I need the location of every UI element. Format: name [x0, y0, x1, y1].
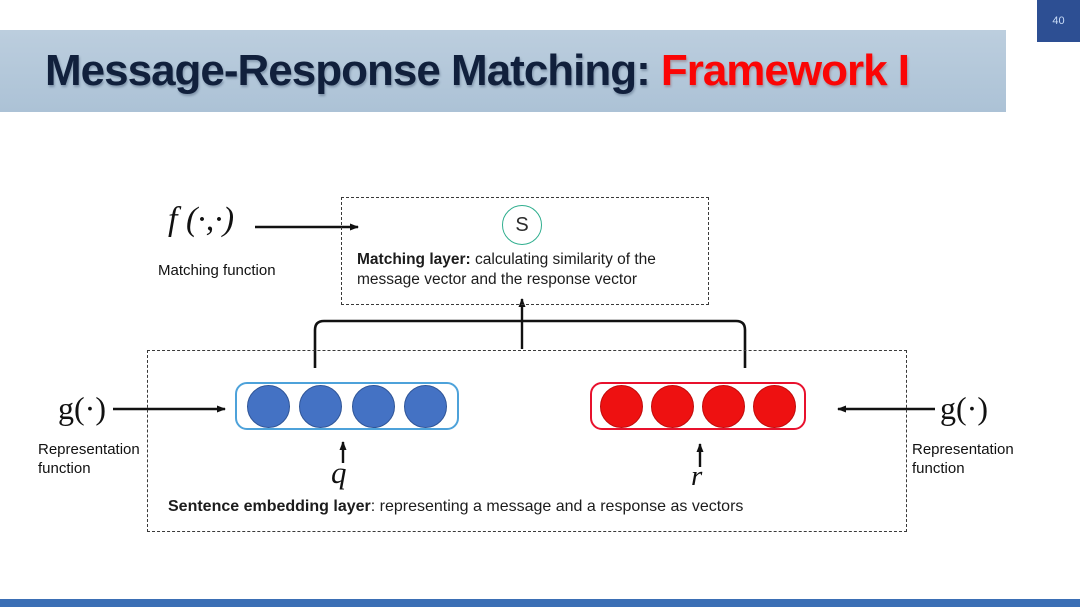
footer-bar — [0, 599, 1080, 607]
matching-layer-box — [341, 197, 709, 305]
representation-function-symbol-right: g(·) — [940, 390, 988, 426]
message-vector-cell — [404, 384, 448, 428]
page-title: Message-Response Matching:Framework I — [45, 46, 910, 96]
response-vector — [590, 382, 806, 430]
embedding-layer-box — [147, 350, 907, 532]
message-vector — [235, 382, 459, 430]
slide-page-number: 40 — [1037, 0, 1080, 42]
message-vector-cell — [351, 384, 395, 428]
response-vector-cell — [753, 384, 796, 428]
message-vector-cell — [299, 384, 343, 428]
similarity-node: S — [502, 205, 542, 245]
representation-function-symbol-left: g(·) — [58, 390, 106, 426]
response-vector-cell — [600, 384, 643, 428]
matching-layer-caption: Matching layer: calculating similarity o… — [357, 250, 699, 290]
title-bar: Message-Response Matching:Framework I — [0, 30, 1006, 112]
embedding-layer-desc: : representing a message and a response … — [370, 498, 744, 515]
response-vector-cell — [702, 384, 745, 428]
matching-function-label: Matching function — [158, 262, 276, 279]
page-title-main: Message-Response Matching: — [45, 46, 651, 95]
matching-layer-desc: calculating similarity of the message ve… — [357, 251, 656, 288]
page-title-accent: Framework I — [660, 46, 910, 95]
representation-function-label-left: Representation function — [38, 441, 140, 477]
message-input-label: q — [331, 455, 347, 490]
response-input-label: r — [691, 460, 703, 492]
embedding-layer-caption: Sentence embedding layer: representing a… — [168, 498, 868, 516]
response-vector-cell — [651, 384, 694, 428]
embedding-layer-title: Sentence embedding layer — [168, 498, 371, 515]
message-vector-cell — [246, 384, 290, 428]
matching-layer-title: Matching layer: — [357, 251, 471, 268]
matching-function-symbol: f (·,·) — [168, 201, 235, 238]
representation-function-label-right: Representation function — [912, 441, 1014, 477]
